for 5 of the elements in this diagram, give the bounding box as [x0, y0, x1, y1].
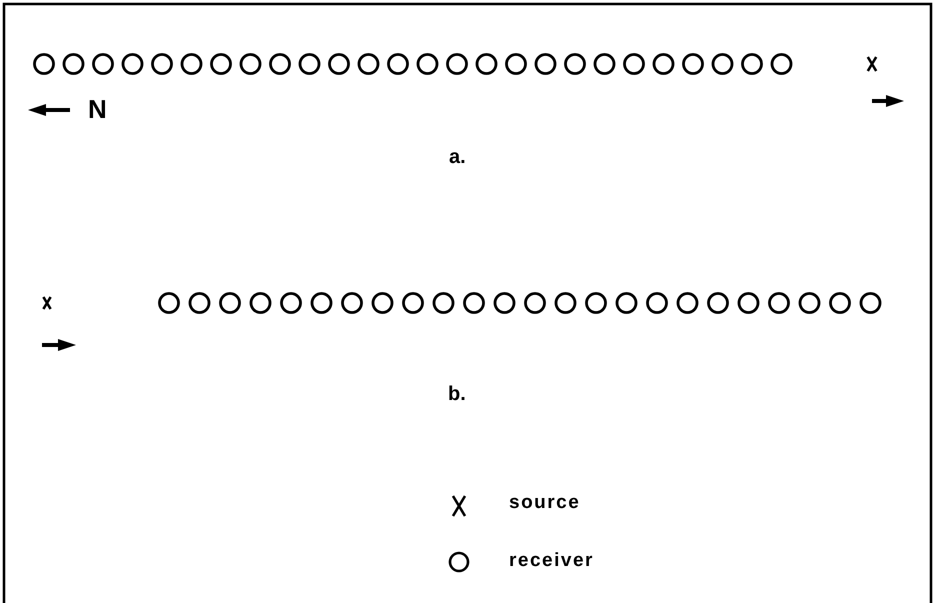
- panel-label: a.: [449, 147, 466, 167]
- legend-label: receiver: [509, 551, 594, 570]
- panel-label: b.: [448, 384, 466, 404]
- direction-label: N: [88, 96, 107, 122]
- legend-label: source: [509, 493, 580, 512]
